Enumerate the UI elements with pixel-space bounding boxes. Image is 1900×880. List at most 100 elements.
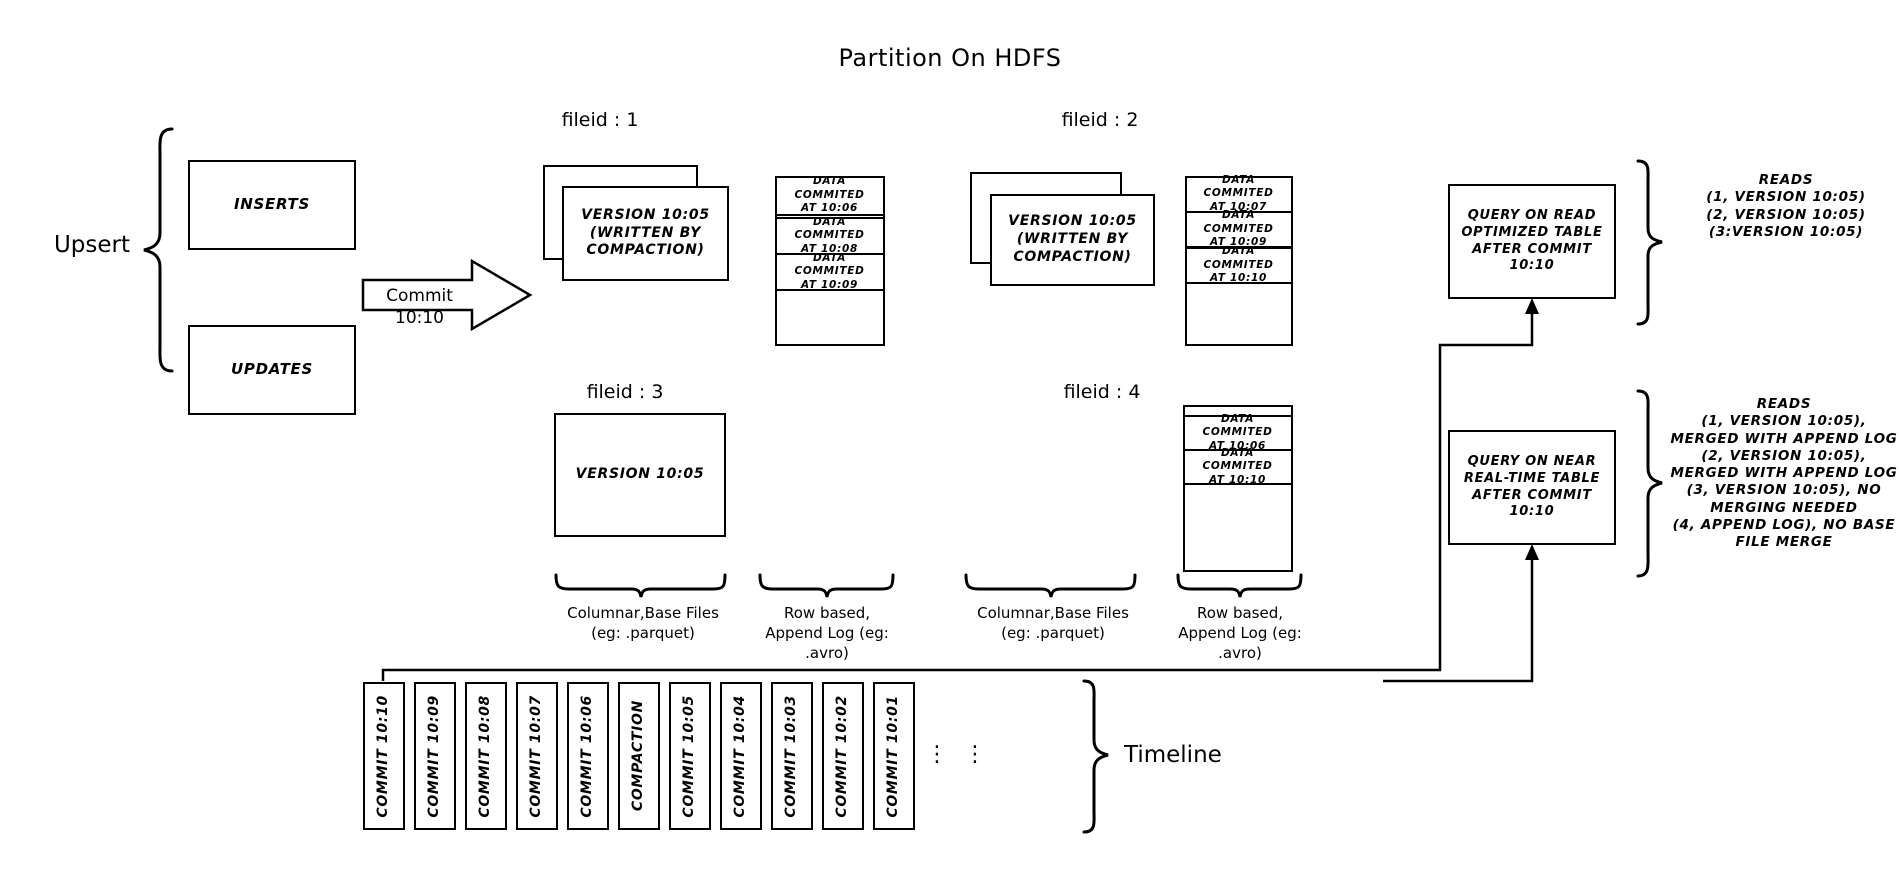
commit-arrow[interactable] (360, 258, 535, 333)
fileid-2-log-entry[interactable]: DATA COMMITED AT 10:09 (1184, 209, 1293, 248)
query-ro-line-2: OPTIMIZED TABLE (1461, 224, 1603, 240)
timeline-item-label: COMMIT 10:07 (528, 694, 545, 818)
fileid-2-log-stack: DATA COMMITED AT 10:07 DATA COMMITED AT … (1184, 173, 1293, 346)
updates-box[interactable]: UPDATES (188, 325, 356, 415)
reads-top-brace-icon (1636, 159, 1663, 326)
reads-bottom-text: READS (1, VERSION 10:05), MERGED WITH AP… (1668, 396, 1900, 551)
fileid-2-log-entry[interactable]: DATA COMMITED AT 10:10 (1184, 245, 1293, 285)
timeline-item-label: COMMIT 10:09 (426, 694, 443, 818)
columnar-right-brace-icon (964, 573, 1137, 598)
fileid-1-log-entry[interactable]: DATA COMMITED AT 10:09 (774, 252, 885, 291)
log-entry-line-2: AT 10:07 (1210, 200, 1267, 213)
fileid-2-base-file[interactable]: VERSION 10:05 (WRITTEN BY COMPACTION) (990, 194, 1155, 286)
reads-top-text: READS (1, VERSION 10:05) (2, VERSION 10:… (1672, 172, 1900, 241)
timeline-item[interactable]: COMMIT 10:08 (465, 682, 507, 830)
inserts-label: INSERTS (234, 195, 310, 214)
columnar-right-line-1: Columnar,Base Files (977, 604, 1129, 622)
timeline-item[interactable]: COMMIT 10:10 (363, 682, 405, 830)
timeline-ellipsis-1: ⋮ (926, 742, 948, 767)
log-entry-line-1: DATA COMMITED (1203, 209, 1274, 235)
fileid-1-base-file[interactable]: VERSION 10:05 (WRITTEN BY COMPACTION) (562, 186, 729, 281)
timeline-item[interactable]: COMMIT 10:05 (669, 682, 711, 830)
query-nrt-line-2: REAL-TIME TABLE (1463, 470, 1601, 486)
columnar-right-line-2: (eg: .parquet) (1001, 623, 1105, 642)
fileid-2-base-line-1: VERSION 10:05 (1008, 213, 1137, 230)
log-entry-line-1: DATA COMMITED (794, 215, 865, 242)
reads-bottom-heading: READS (1756, 396, 1812, 412)
fileid-1-base-line-3: COMPACTION) (586, 242, 705, 259)
reads-bottom-line: FILE MERGE (1735, 534, 1833, 551)
timeline-item-label: COMMIT 10:10 (375, 694, 392, 818)
query-read-optimized-box[interactable]: QUERY ON READ OPTIMIZED TABLE AFTER COMM… (1448, 184, 1616, 299)
reads-top-line: (1, VERSION 10:05) (1706, 189, 1866, 206)
reads-bottom-line: (4, APPEND LOG), NO BASE (1672, 516, 1896, 533)
fileid-4-caption: fileid : 4 (1063, 381, 1141, 403)
query-ro-line-1: QUERY ON READ (1467, 208, 1597, 224)
log-entry-line-2: AT 10:10 (1210, 272, 1267, 285)
fileid-3-base-file[interactable]: VERSION 10:05 (554, 413, 726, 537)
reads-bottom-line: MERGED WITH APPEND LOG (1670, 430, 1898, 447)
rowlog-right-line-1: Row based, (1196, 604, 1283, 622)
timeline-item-label: COMMIT 10:01 (885, 694, 902, 818)
log-entry-line-1: DATA COMMITED (1203, 173, 1274, 200)
fileid-1-log-entry[interactable]: DATA COMMITED AT 10:06 (774, 175, 885, 216)
timeline-label: Timeline (1124, 742, 1222, 768)
query-ro-line-4: 10:10 (1509, 258, 1555, 274)
log-entry-line-2: AT 10:09 (801, 278, 858, 291)
timeline-item[interactable]: COMMIT 10:04 (720, 682, 762, 830)
columnar-left-caption: Columnar,Base Files (eg: .parquet) (548, 604, 738, 644)
fileid-4-log-entry[interactable]: DATA COMMITED AT 10:10 (1182, 446, 1293, 486)
timeline-item[interactable]: COMMIT 10:03 (771, 682, 813, 830)
timeline-item-label: COMMIT 10:03 (783, 694, 800, 818)
timeline-item-label: COMPACTION (630, 700, 647, 812)
log-entry-line-2: AT 10:06 (801, 202, 858, 215)
timeline-item[interactable]: COMMIT 10:06 (567, 682, 609, 830)
updates-label: UPDATES (231, 360, 313, 379)
columnar-left-line-1: Columnar,Base Files (567, 604, 719, 622)
timeline-item-label: COMMIT 10:04 (732, 694, 749, 818)
log-entry-line-2: AT 10:10 (1209, 473, 1266, 486)
timeline-item[interactable]: COMMIT 10:09 (414, 682, 456, 830)
timeline-item-label: COMMIT 10:02 (834, 694, 851, 818)
upsert-brace-icon (143, 127, 174, 373)
log-entry-line-1: DATA COMMITED (1202, 446, 1273, 473)
fileid-1-log-entry[interactable]: DATA COMMITED AT 10:08 (774, 215, 885, 255)
rowlog-left-line-1: Row based, (783, 604, 870, 622)
inserts-box[interactable]: INSERTS (188, 160, 356, 250)
timeline-item-label: COMMIT 10:05 (681, 694, 698, 818)
reads-bottom-line: MERGING NEEDED (1710, 499, 1858, 516)
timeline-item[interactable]: COMMIT 10:02 (822, 682, 864, 830)
timeline-item[interactable]: COMMIT 10:07 (516, 682, 558, 830)
reads-bottom-brace-icon (1636, 389, 1663, 578)
timeline-item-label: COMMIT 10:06 (579, 694, 596, 818)
fileid-3-caption: fileid : 3 (586, 381, 664, 403)
reads-bottom-line: (2, VERSION 10:05), (1701, 447, 1867, 464)
fileid-1-caption: fileid : 1 (561, 109, 639, 131)
upsert-label: Upsert (53, 232, 130, 258)
fileid-4-log-entry[interactable]: DATA COMMITED AT 10:06 (1182, 412, 1293, 452)
reads-top-line: (2, VERSION 10:05) (1706, 206, 1866, 223)
reads-bottom-line: (1, VERSION 10:05), (1701, 413, 1867, 430)
log-entry-line-2: AT 10:06 (1209, 439, 1266, 452)
page-title: Partition On HDFS (838, 44, 1062, 72)
reads-bottom-line: (3, VERSION 10:05), NO (1686, 482, 1882, 499)
timeline-brace-icon (1082, 679, 1109, 834)
timeline-item-label: COMMIT 10:08 (477, 694, 494, 818)
log-entry-line-1: DATA COMMITED (1202, 412, 1273, 439)
timeline-item[interactable]: COMMIT 10:01 (873, 682, 915, 830)
fileid-2-caption: fileid : 2 (1061, 109, 1139, 131)
log-entry-line-1: DATA COMMITED (1203, 245, 1274, 271)
query-nrt-line-4: 10:10 (1509, 504, 1555, 520)
timeline-item-compaction[interactable]: COMPACTION (618, 682, 660, 830)
query-nrt-line-1: QUERY ON NEAR (1467, 454, 1597, 470)
rowlog-left-brace-icon (758, 573, 895, 598)
rowlog-left-caption: Row based, Append Log (eg: .avro) (752, 604, 902, 663)
rowlog-right-caption: Row based, Append Log (eg: .avro) (1165, 604, 1315, 663)
rowlog-right-brace-icon (1176, 573, 1303, 598)
fileid-1-log-stack: DATA COMMITED AT 10:06 DATA COMMITED AT … (774, 175, 885, 346)
fileid-1-base-line-2: (WRITTEN BY (589, 224, 702, 241)
reads-bottom-line: MERGED WITH APPEND LOG (1670, 465, 1898, 482)
rowlog-right-line-2: Append Log (eg: (1178, 623, 1302, 642)
rowlog-right-line-3: .avro) (1218, 643, 1262, 662)
